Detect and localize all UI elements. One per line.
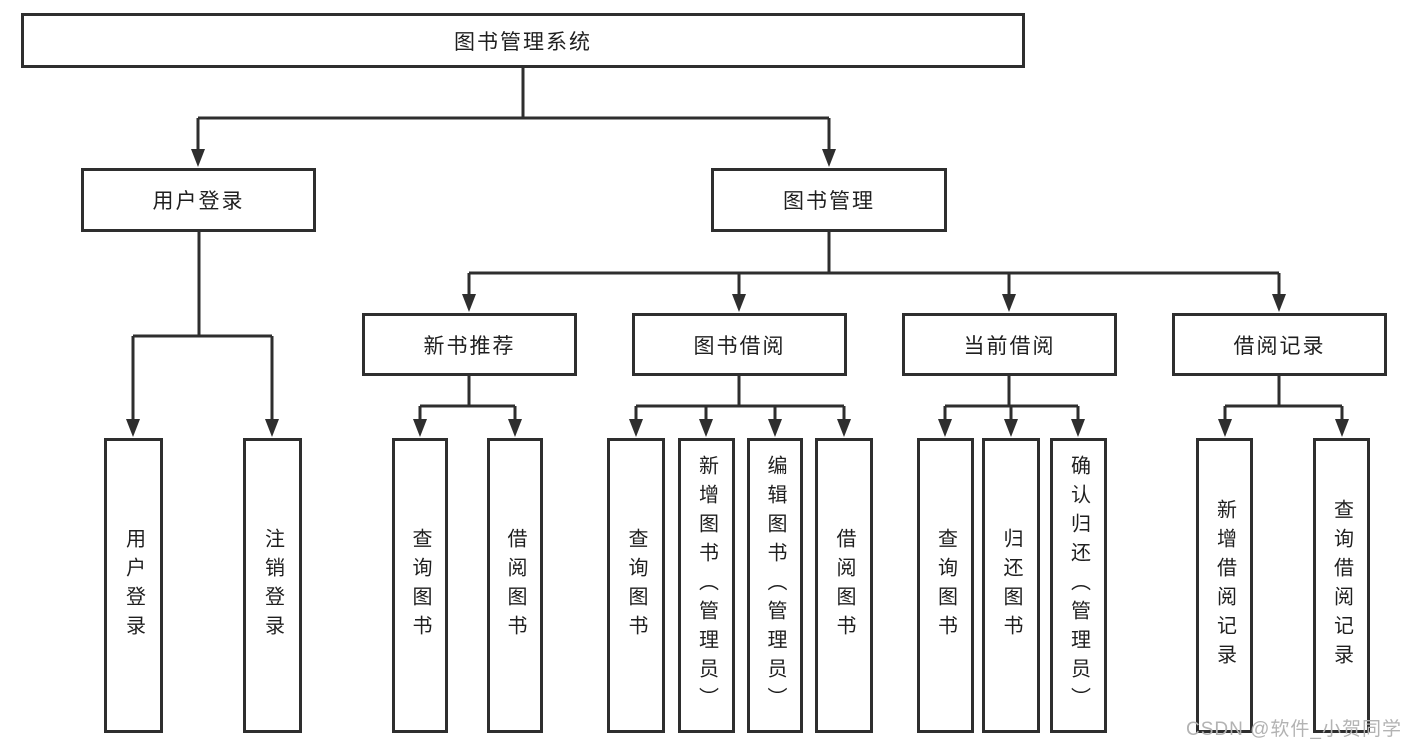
leaf-query-book-current-label: 查询图书 [934,527,957,644]
leaf-return-book: 归还图书 [982,438,1040,733]
leaf-edit-book-admin-label: 编辑图书（管理员） [764,455,786,716]
leaf-confirm-return-admin-label: 确认归还（管理员） [1067,455,1090,716]
connector-paths [131,68,1344,421]
node-new-book-recommend: 新书推荐 [362,313,577,376]
node-borrowing-records: 借阅记录 [1172,313,1387,376]
leaf-confirm-return-admin: 确认归还（管理员） [1050,438,1107,733]
leaf-borrow-book-recommend-label: 借阅图书 [504,527,526,644]
node-book-borrowing: 图书借阅 [632,313,847,376]
leaf-logout: 注销登录 [243,438,302,733]
leaf-edit-book-admin: 编辑图书（管理员） [747,438,803,733]
leaf-logout-label: 注销登录 [261,527,284,644]
leaf-user-login-label: 用户登录 [122,527,145,644]
leaf-add-borrow-record-label: 新增借阅记录 [1213,498,1236,673]
leaf-user-login: 用户登录 [104,438,163,733]
leaf-query-borrow-record: 查询借阅记录 [1313,438,1370,733]
leaf-query-book-borrowing: 查询图书 [607,438,665,733]
leaf-borrow-book-recommend: 借阅图书 [487,438,543,733]
watermark: CSDN @软件_小贺同学 [1186,719,1402,740]
node-user-login: 用户登录 [81,168,316,232]
leaf-borrow-book: 借阅图书 [815,438,873,733]
leaf-borrow-book-label: 借阅图书 [833,527,855,644]
node-book-management: 图书管理 [711,168,947,232]
arrowheads [126,149,1349,437]
leaf-add-borrow-record: 新增借阅记录 [1196,438,1253,733]
leaf-add-book-admin-label: 新增图书（管理员） [695,455,718,716]
leaf-query-book-recommend: 查询图书 [392,438,448,733]
leaf-query-book-recommend-label: 查询图书 [409,527,431,644]
leaf-query-book-borrowing-label: 查询图书 [625,527,647,644]
leaf-query-book-current: 查询图书 [917,438,974,733]
node-library-system: 图书管理系统 [21,13,1025,68]
node-current-borrowing: 当前借阅 [902,313,1117,376]
leaf-return-book-label: 归还图书 [1000,527,1022,644]
leaf-add-book-admin: 新增图书（管理员） [678,438,735,733]
leaf-query-borrow-record-label: 查询借阅记录 [1330,498,1353,673]
